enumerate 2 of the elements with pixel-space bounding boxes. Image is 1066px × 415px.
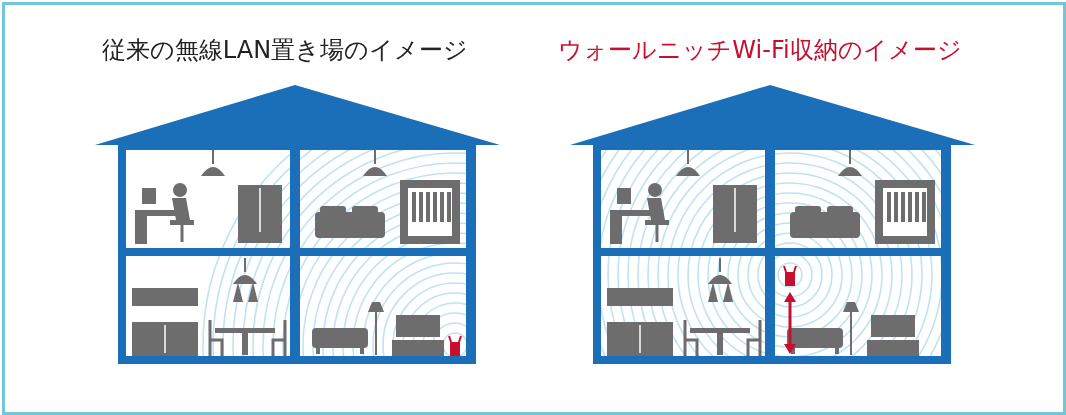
heading: 従来の無線LAN置き場のイメージ [101,35,469,66]
heading: ウォールニッチWi-Fi収納のイメージ [558,35,962,66]
